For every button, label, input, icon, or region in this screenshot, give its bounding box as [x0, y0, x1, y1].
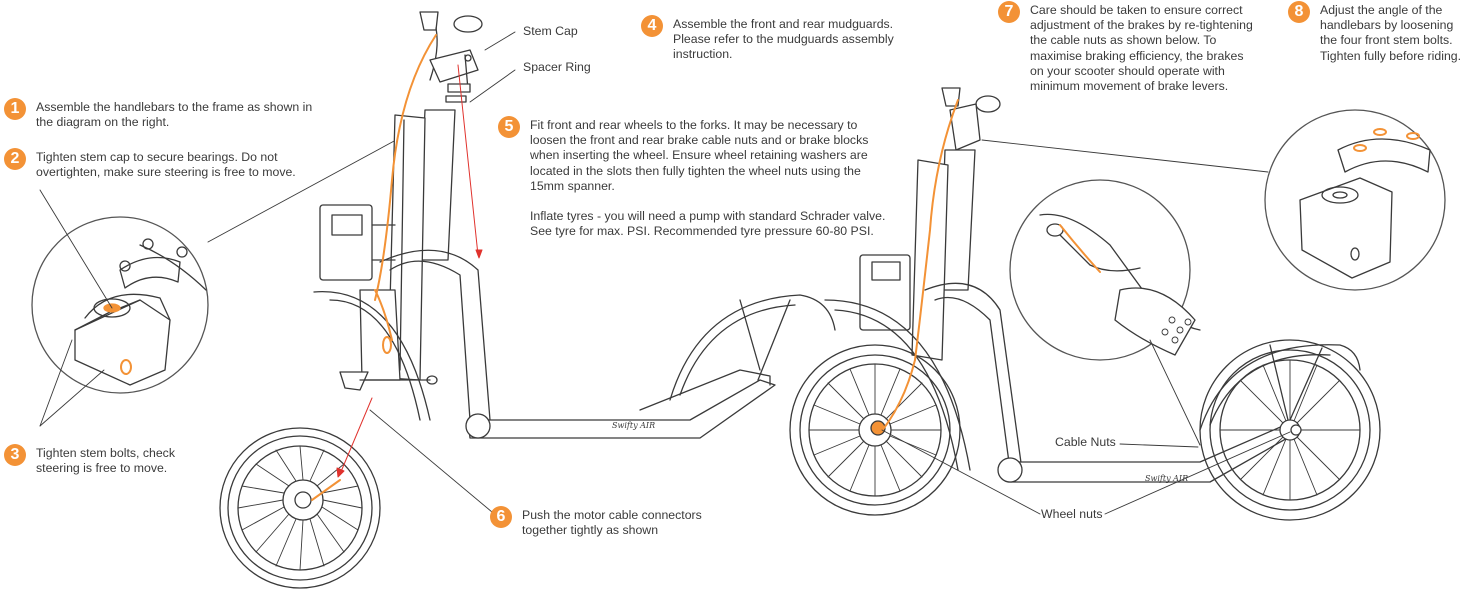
step-2-text: Tighten stem cap to secure bearings. Do … — [36, 150, 296, 180]
step-8: 8 Adjust the angle of the handlebars by … — [1288, 1, 1462, 64]
step-1-text: Assemble the handlebars to the frame as … — [36, 100, 313, 130]
step-4: 4 Assemble the front and rear mudguards.… — [641, 15, 894, 63]
step-2: 2 Tighten stem cap to secure bearings. D… — [4, 148, 296, 180]
scooter-left — [219, 11, 836, 589]
cable-nuts-label: Cable Nuts — [1055, 435, 1116, 449]
step-8-text: Adjust the angle of the handlebars by lo… — [1320, 3, 1462, 63]
step-3-text: Tighten stem bolts, check steering is fr… — [36, 446, 175, 476]
step-3: 3 Tighten stem bolts, check steering is … — [4, 444, 175, 476]
wheel-nuts-label: Wheel nuts — [1041, 507, 1103, 521]
step-5: 5 Fit front and rear wheels to the forks… — [498, 116, 886, 240]
step-5-text: Fit front and rear wheels to the forks. … — [530, 118, 886, 239]
deck-logo-right: Swifty AIR — [1145, 474, 1188, 483]
step-6-text: Push the motor cable connectors together… — [522, 508, 702, 538]
step-7: 7 Care should be taken to ensure correct… — [998, 1, 1253, 94]
step-6: 6 Push the motor cable connectors togeth… — [490, 506, 702, 538]
step-6-badge: 6 — [490, 506, 512, 528]
scooter-right — [789, 87, 1446, 521]
stem-cap-label: Stem Cap — [523, 24, 578, 38]
step-4-text: Assemble the front and rear mudguards. P… — [673, 17, 894, 62]
step-5-badge: 5 — [498, 116, 520, 138]
step-3-badge: 3 — [4, 444, 26, 466]
deck-logo-left: Swifty AIR — [612, 421, 655, 430]
step-7-badge: 7 — [998, 1, 1020, 23]
step-4-badge: 4 — [641, 15, 663, 37]
stem-detail-zoom — [31, 189, 209, 394]
step-1: 1 Assemble the handlebars to the frame a… — [4, 98, 313, 130]
step-1-badge: 1 — [4, 98, 26, 120]
spacer-ring-label: Spacer Ring — [523, 60, 591, 74]
step-2-badge: 2 — [4, 148, 26, 170]
step-7-text: Care should be taken to ensure correct a… — [1030, 3, 1253, 94]
step-8-badge: 8 — [1288, 1, 1310, 23]
